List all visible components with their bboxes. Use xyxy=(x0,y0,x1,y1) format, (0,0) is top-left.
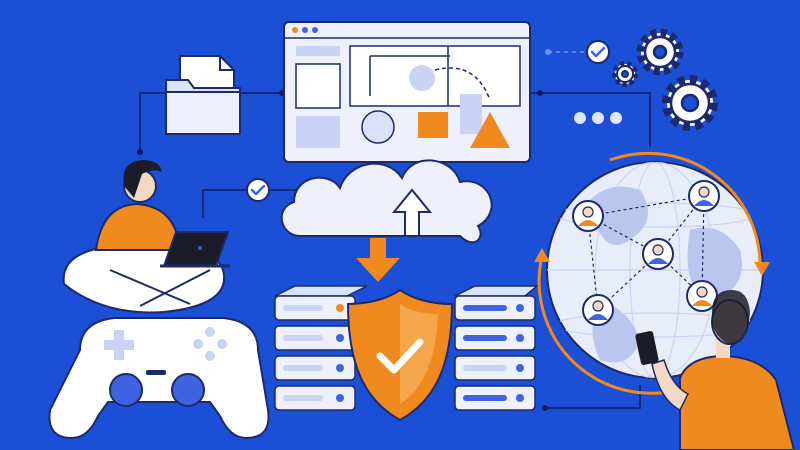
sidebar-block xyxy=(296,46,340,56)
check-icon xyxy=(586,40,610,64)
arrow-down-icon xyxy=(754,262,770,276)
joystick-right xyxy=(171,373,205,407)
window-dot xyxy=(302,27,308,33)
landmass xyxy=(590,186,648,245)
loading-dots xyxy=(574,112,622,124)
shirt xyxy=(679,354,796,450)
shape-square xyxy=(418,112,448,138)
beard-hair xyxy=(712,290,750,344)
gear-icon xyxy=(636,28,684,76)
person-with-phone xyxy=(635,290,796,450)
server-rack-left xyxy=(274,285,368,411)
upload-arrow-icon xyxy=(391,188,433,237)
cloud-icon xyxy=(280,159,493,244)
sidebar-block xyxy=(295,63,341,109)
canvas-area xyxy=(349,45,521,107)
download-arrow-icon xyxy=(356,238,400,282)
gamepad-button xyxy=(193,339,203,349)
shirt xyxy=(94,202,182,251)
window-dot xyxy=(312,27,318,33)
shape-circle xyxy=(409,65,435,91)
hair xyxy=(123,160,162,198)
gamepad-button xyxy=(217,339,227,349)
arrow-up-icon xyxy=(534,248,550,262)
connector-folder-to-user xyxy=(139,92,165,150)
shape-bar xyxy=(460,94,482,134)
connector-dot xyxy=(137,149,143,155)
user-avatar-icon xyxy=(688,180,720,212)
dpad xyxy=(104,330,134,360)
canvas-frame xyxy=(369,55,450,96)
user-avatar-icon xyxy=(582,294,614,326)
check-icon xyxy=(246,178,270,202)
connector-dot xyxy=(537,90,543,96)
user-avatar-icon xyxy=(686,280,718,312)
gear-icon xyxy=(612,61,638,87)
server-rack-right xyxy=(454,285,540,411)
arm xyxy=(651,359,690,412)
connector-server-to-phone xyxy=(545,385,641,409)
motion-path xyxy=(434,67,491,101)
window-dot xyxy=(292,27,298,33)
user-avatar-icon xyxy=(642,238,674,270)
connector-window-to-globe xyxy=(530,92,651,148)
user-avatar-icon xyxy=(572,200,604,232)
shape-circle xyxy=(361,110,395,144)
connector-dot xyxy=(542,405,548,411)
joystick-left xyxy=(109,373,143,407)
shield-check-icon xyxy=(346,288,454,422)
gamepad-button xyxy=(205,327,215,337)
folder-icon xyxy=(165,79,241,135)
connector-dot xyxy=(545,49,551,55)
gamepad-icon xyxy=(48,317,270,440)
orbit-arc xyxy=(609,151,762,265)
app-window xyxy=(283,21,531,163)
laptop-icon xyxy=(162,231,230,267)
shape-triangle xyxy=(470,112,510,148)
sidebar-block xyxy=(296,116,340,148)
smartphone-icon xyxy=(635,331,659,365)
gear-icon xyxy=(662,75,718,131)
gamepad-button xyxy=(205,351,215,361)
person-with-laptop xyxy=(62,160,230,314)
